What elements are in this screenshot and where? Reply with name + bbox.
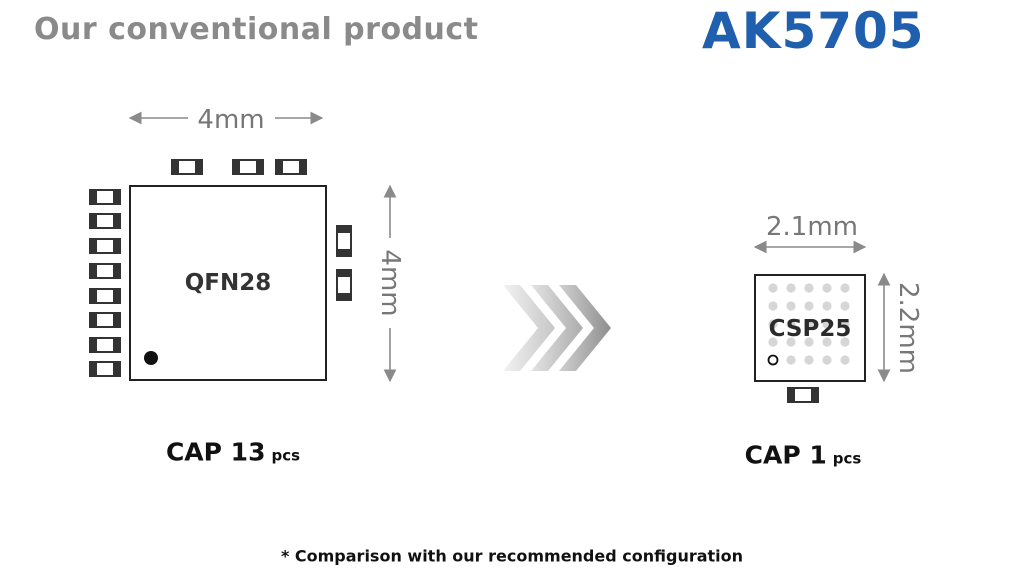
qfn28-width-label: 4mm [197, 105, 265, 135]
capacitor [89, 189, 121, 205]
cap-count-text: CAP 1 [744, 440, 827, 470]
csp25-width-label: 2.1mm [765, 212, 859, 242]
ak5705-cap-count: CAP 1 pcs [745, 441, 862, 470]
solder-ball [786, 301, 796, 311]
solder-ball [804, 319, 814, 329]
csp25-ball-grid [768, 283, 850, 365]
solder-ball [822, 319, 832, 329]
solder-ball [804, 337, 814, 347]
capacitor [89, 263, 121, 279]
conventional-capacitors [89, 159, 352, 377]
capacitor [336, 225, 352, 257]
capacitor [89, 361, 121, 377]
ak5705-capacitor [787, 387, 819, 403]
capacitor [89, 337, 121, 353]
csp25-package-label: CSP25 [768, 316, 852, 342]
solder-ball [786, 355, 796, 365]
cap-unit: pcs [271, 446, 301, 465]
solder-ball [768, 301, 778, 311]
capacitor [171, 159, 203, 175]
triple-chevron-right-icon [503, 285, 611, 371]
ak5705-title: AK5705 [702, 2, 925, 60]
solder-ball [822, 283, 832, 293]
qfn28-chip [129, 185, 327, 381]
capacitor [336, 269, 352, 301]
cap-count-text: CAP 13 [165, 437, 266, 467]
solder-ball [786, 337, 796, 347]
solder-ball [840, 319, 850, 329]
solder-ball [822, 337, 832, 347]
solder-ball [840, 337, 850, 347]
capacitor [232, 159, 264, 175]
capacitor [89, 288, 121, 304]
conventional-cap-count: CAP 13 pcs [166, 438, 300, 467]
solder-ball [786, 319, 796, 329]
capacitor [89, 238, 121, 254]
pin1-marker [144, 351, 158, 365]
solder-ball [840, 301, 850, 311]
solder-ball [786, 283, 796, 293]
solder-ball [822, 301, 832, 311]
solder-ball [804, 301, 814, 311]
capacitor [89, 312, 121, 328]
cap-unit: pcs [832, 449, 862, 468]
footnote: * Comparison with our recommended config… [280, 546, 744, 566]
qfn28-height-label: 4mm [375, 249, 405, 317]
solder-ball [768, 319, 778, 329]
qfn28-package-label: QFN28 [184, 270, 272, 296]
solder-ball [768, 283, 778, 293]
csp25-height-label: 2.2mm [893, 281, 923, 375]
solder-ball [804, 355, 814, 365]
pin1-marker [767, 354, 779, 366]
conventional-product-title: Our conventional product [34, 12, 479, 47]
capacitor [89, 213, 121, 229]
solder-ball [822, 355, 832, 365]
solder-ball [840, 355, 850, 365]
solder-ball [804, 283, 814, 293]
capacitor [275, 159, 307, 175]
solder-ball [768, 337, 778, 347]
solder-ball [840, 283, 850, 293]
